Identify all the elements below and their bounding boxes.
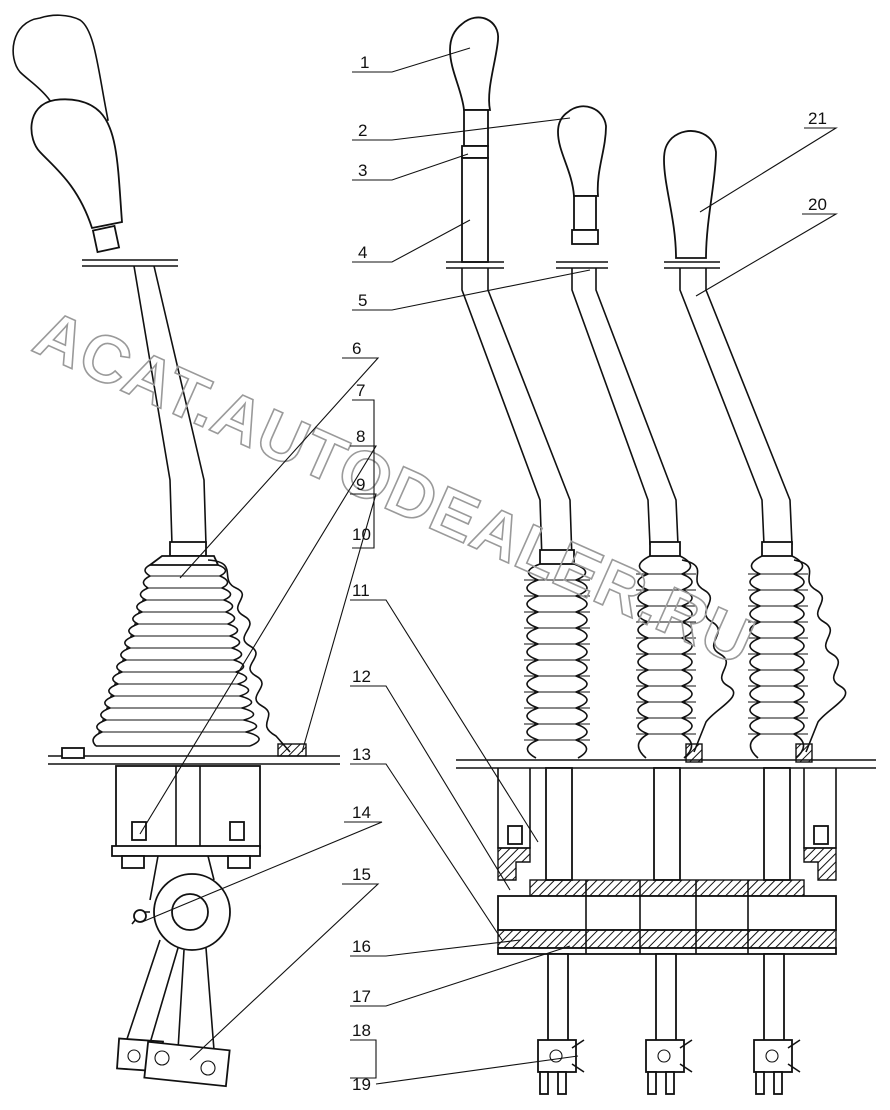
callout-3: 3 <box>358 161 367 180</box>
right-bellows-1 <box>524 549 590 759</box>
callout-19: 19 <box>352 1075 371 1094</box>
callout-17: 17 <box>352 987 371 1006</box>
right-bellows-2 <box>636 541 735 759</box>
callout-10: 10 <box>352 525 371 544</box>
callout-11: 11 <box>352 581 370 600</box>
left-knob-front <box>30 98 123 230</box>
left-bellows <box>92 541 260 747</box>
leader-lines <box>139 47 839 1085</box>
callout-7: 7 <box>356 381 365 400</box>
callout-21: 21 <box>808 109 827 128</box>
callout-16: 16 <box>352 937 371 956</box>
callout-labels: 1 2 3 4 5 6 7 8 9 10 11 12 13 14 15 16 1… <box>352 53 827 1094</box>
callout-20: 20 <box>808 195 827 214</box>
lever-3 <box>663 130 793 546</box>
right-bellows-3 <box>748 541 847 759</box>
right-housing <box>497 767 837 955</box>
right-lever-assembly <box>446 16 876 1095</box>
lever-2 <box>556 105 679 546</box>
lower-clevis-3 <box>753 953 801 1095</box>
callout-6: 6 <box>352 339 361 358</box>
callout-14: 14 <box>352 803 371 822</box>
callout-4: 4 <box>358 243 367 262</box>
callout-15: 15 <box>352 865 371 884</box>
left-spring <box>207 559 291 753</box>
callout-5: 5 <box>358 291 367 310</box>
left-lever-assembly <box>12 14 340 1088</box>
lower-clevis-1 <box>537 953 585 1095</box>
callout-12: 12 <box>352 667 371 686</box>
callout-18: 18 <box>352 1021 371 1040</box>
callout-13: 13 <box>352 745 371 764</box>
callout-1: 1 <box>360 53 369 72</box>
callout-2: 2 <box>358 121 367 140</box>
left-lever-arm-2 <box>143 1040 231 1088</box>
callout-8: 8 <box>356 427 365 446</box>
callout-9: 9 <box>356 475 365 494</box>
lever-1 <box>446 16 573 561</box>
lower-clevis-2 <box>645 953 693 1095</box>
